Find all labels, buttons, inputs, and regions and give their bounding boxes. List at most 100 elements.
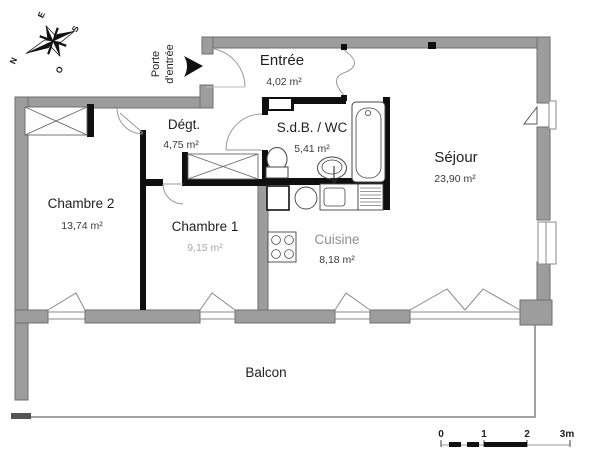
wall-closet-degt-left [182,152,188,186]
doors [116,47,263,205]
entry-door-label-line2: d'entrée [164,44,176,83]
wall-top-left-return [201,36,214,55]
front-door-arc [205,47,246,88]
compass-letter-o: O [53,64,65,75]
window-ch1-casement [199,292,236,311]
kitchen-appliance [266,185,290,211]
room-area-chambre1: 9,15 m² [187,242,223,254]
stove-burner-3 [271,249,281,259]
entry-door-label-line1: Porte [150,51,162,77]
wall-chambre1-top-left [140,179,163,186]
wall-bottom-seg1 [84,309,201,324]
compass-n-spike-light [25,39,55,54]
balcony-wall-cap [11,413,31,419]
wall-top-entree-sejour [201,36,551,49]
sejour-upper-window-casement [522,105,538,125]
stove-burner-1 [271,235,281,245]
bathtub-faucet [364,110,371,117]
scale-dash-1 [449,442,461,447]
right-wall-openings [522,100,557,265]
stove-burner-4 [284,249,294,259]
wall-frontdoor-return [199,84,214,109]
room-label-balcon: Balcon [245,365,286,380]
room-area-sejour: 23,90 m² [434,173,476,185]
kitchen-fixtures [266,183,384,263]
closet-chambre2-diag2 [24,106,88,136]
wall-top-chambre2-degt [14,96,214,109]
room-area-cuisine: 8,18 m² [319,254,355,266]
compass-e-spike-light [45,25,55,43]
wall-bottom-seg2 [234,309,336,324]
room-area-sdb: 5,41 m² [294,143,330,155]
passage-wave-upper [343,49,355,73]
balcony [16,324,536,418]
passage-dot-bottom [341,95,347,101]
bathroom-fixtures [265,101,386,186]
wall-sdb-bottom [262,178,390,185]
scale-tick-1: 1 [481,429,487,440]
kitchen-sink-bowl [323,187,346,207]
wall-corner-bottom-right [519,299,553,326]
scale-bar: 0 1 2 3m [438,429,574,447]
washbasin-inner [321,159,343,175]
wall-closet-chambre2-right [87,104,94,137]
wall-sdb-cuisine-right [383,97,390,210]
compass-o-spike-light [51,39,61,57]
compass-letter-n: N [7,56,19,66]
washbasin-drain-arrow [330,178,338,186]
sejour-window [537,221,557,265]
passage-wave-lower [336,71,347,96]
bathtub-inner [355,107,382,179]
room-label-sejour: Séjour [434,149,477,166]
wall-sdb-left-upper [262,97,268,115]
room-area-degt: 4,75 m² [163,139,199,151]
scale-solid-segment [484,442,527,447]
wall-sdb-top [262,97,346,104]
windows [47,288,521,320]
room-label-chambre1: Chambre 1 [172,219,239,234]
open-passage-symbol [336,44,355,101]
compass-rose: N E S O [7,10,81,75]
room-label-entree: Entrée [260,52,304,69]
window-cuisine-casement [334,292,371,311]
sdb-door-arc [225,113,263,151]
wall-sdb-left-lower [262,150,268,185]
chambre2-door-leaf [119,112,144,134]
compass-letter-s: S [70,24,82,34]
exterior-walls [14,36,553,401]
kitchen-round-basin [294,186,318,210]
window-sejour-leaf-right [464,288,521,311]
room-area-entree: 4,02 m² [266,76,302,88]
wall-chambre2-chambre1 [140,130,146,310]
closet-degt-diag2 [187,153,259,180]
window-sejour-leaf-left [409,288,466,311]
window-ch2-casement [47,292,86,311]
scale-dash-2 [467,442,479,447]
scale-tick-0: 0 [438,429,444,440]
stove-burner-2 [284,235,294,245]
kitchen-drainboard-hatch [360,187,381,206]
room-label-degt: Dégt. [168,117,200,132]
chambre1-door-arc [162,183,184,205]
entry-arrow-icon [184,56,203,77]
scale-tick-2: 2 [524,429,530,440]
wall-bottom-seg3 [369,309,411,324]
compass-s-spike-light [51,30,75,43]
room-label-cuisine: Cuisine [314,232,359,247]
closets [24,106,259,180]
wall-stop-block [428,42,436,49]
room-area-chambre2: 13,74 m² [61,220,103,232]
room-label-chambre2: Chambre 2 [48,196,115,211]
wall-left [14,96,29,401]
toilet-tank [265,166,289,179]
room-labels: Porte d'entrée Entrée 4,02 m² Dégt. 4,75… [48,44,478,380]
sejour-upper-window-sill [548,100,557,130]
sdb-door-pocket-inner [269,99,291,109]
chambre2-door-arc [116,107,144,135]
room-label-sdb: S.d.B. / WC [277,120,348,135]
wall-right-upper [536,36,551,104]
wall-right-middle [536,126,551,221]
passage-dot-top [341,44,347,50]
